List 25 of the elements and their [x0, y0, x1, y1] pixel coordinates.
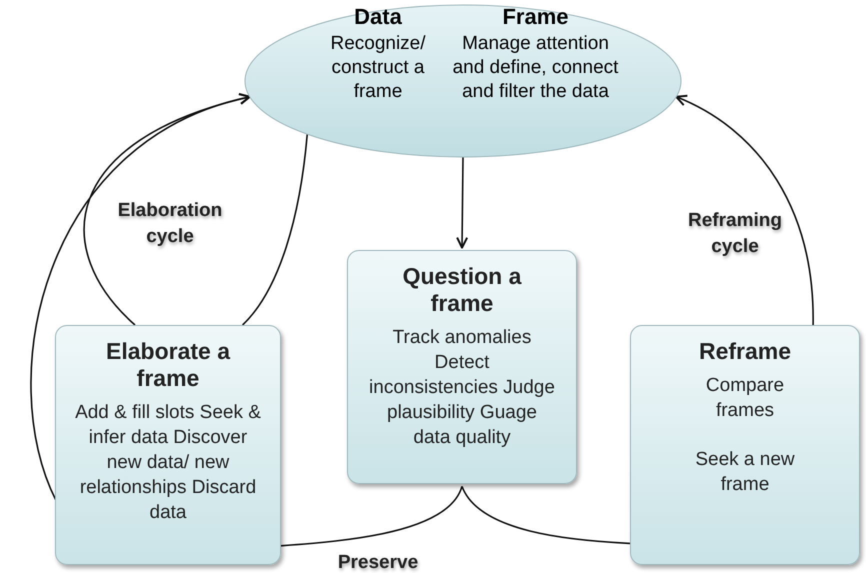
cycle-label: Reframing cycle	[687, 209, 783, 259]
heading: Question a frame	[402, 263, 522, 317]
ellipse-node	[243, 2, 683, 160]
arrow	[456, 157, 468, 249]
description: Recognize/ construct a frame	[329, 32, 427, 104]
cycle-label: Elaboration cycle	[116, 199, 224, 249]
description: Manage attention and define, connect and filter the data	[452, 32, 620, 104]
connector-line	[461, 486, 630, 544]
cycle-label: Preserve	[336, 551, 420, 573]
heading: Elaborate a frame	[105, 338, 232, 392]
description: Seek a new frame	[694, 448, 796, 497]
heading: Frame	[502, 4, 569, 30]
process-box	[347, 250, 577, 484]
heading: Data	[354, 4, 402, 30]
connector-line	[242, 134, 308, 326]
arrow	[675, 95, 814, 326]
connector-line	[280, 486, 463, 547]
description: Add & fill slots Seek & infer data Discover new data/ new relationships Discard data	[74, 401, 262, 525]
process-box	[55, 325, 281, 565]
heading: Reframe	[698, 338, 792, 365]
arrow	[30, 94, 251, 500]
description: Compare frames	[704, 374, 786, 423]
description: Track anomalies Detect inconsistencies Judge plausibility Guage data quality	[368, 326, 556, 450]
process-box	[630, 325, 860, 565]
arrow	[84, 94, 251, 326]
